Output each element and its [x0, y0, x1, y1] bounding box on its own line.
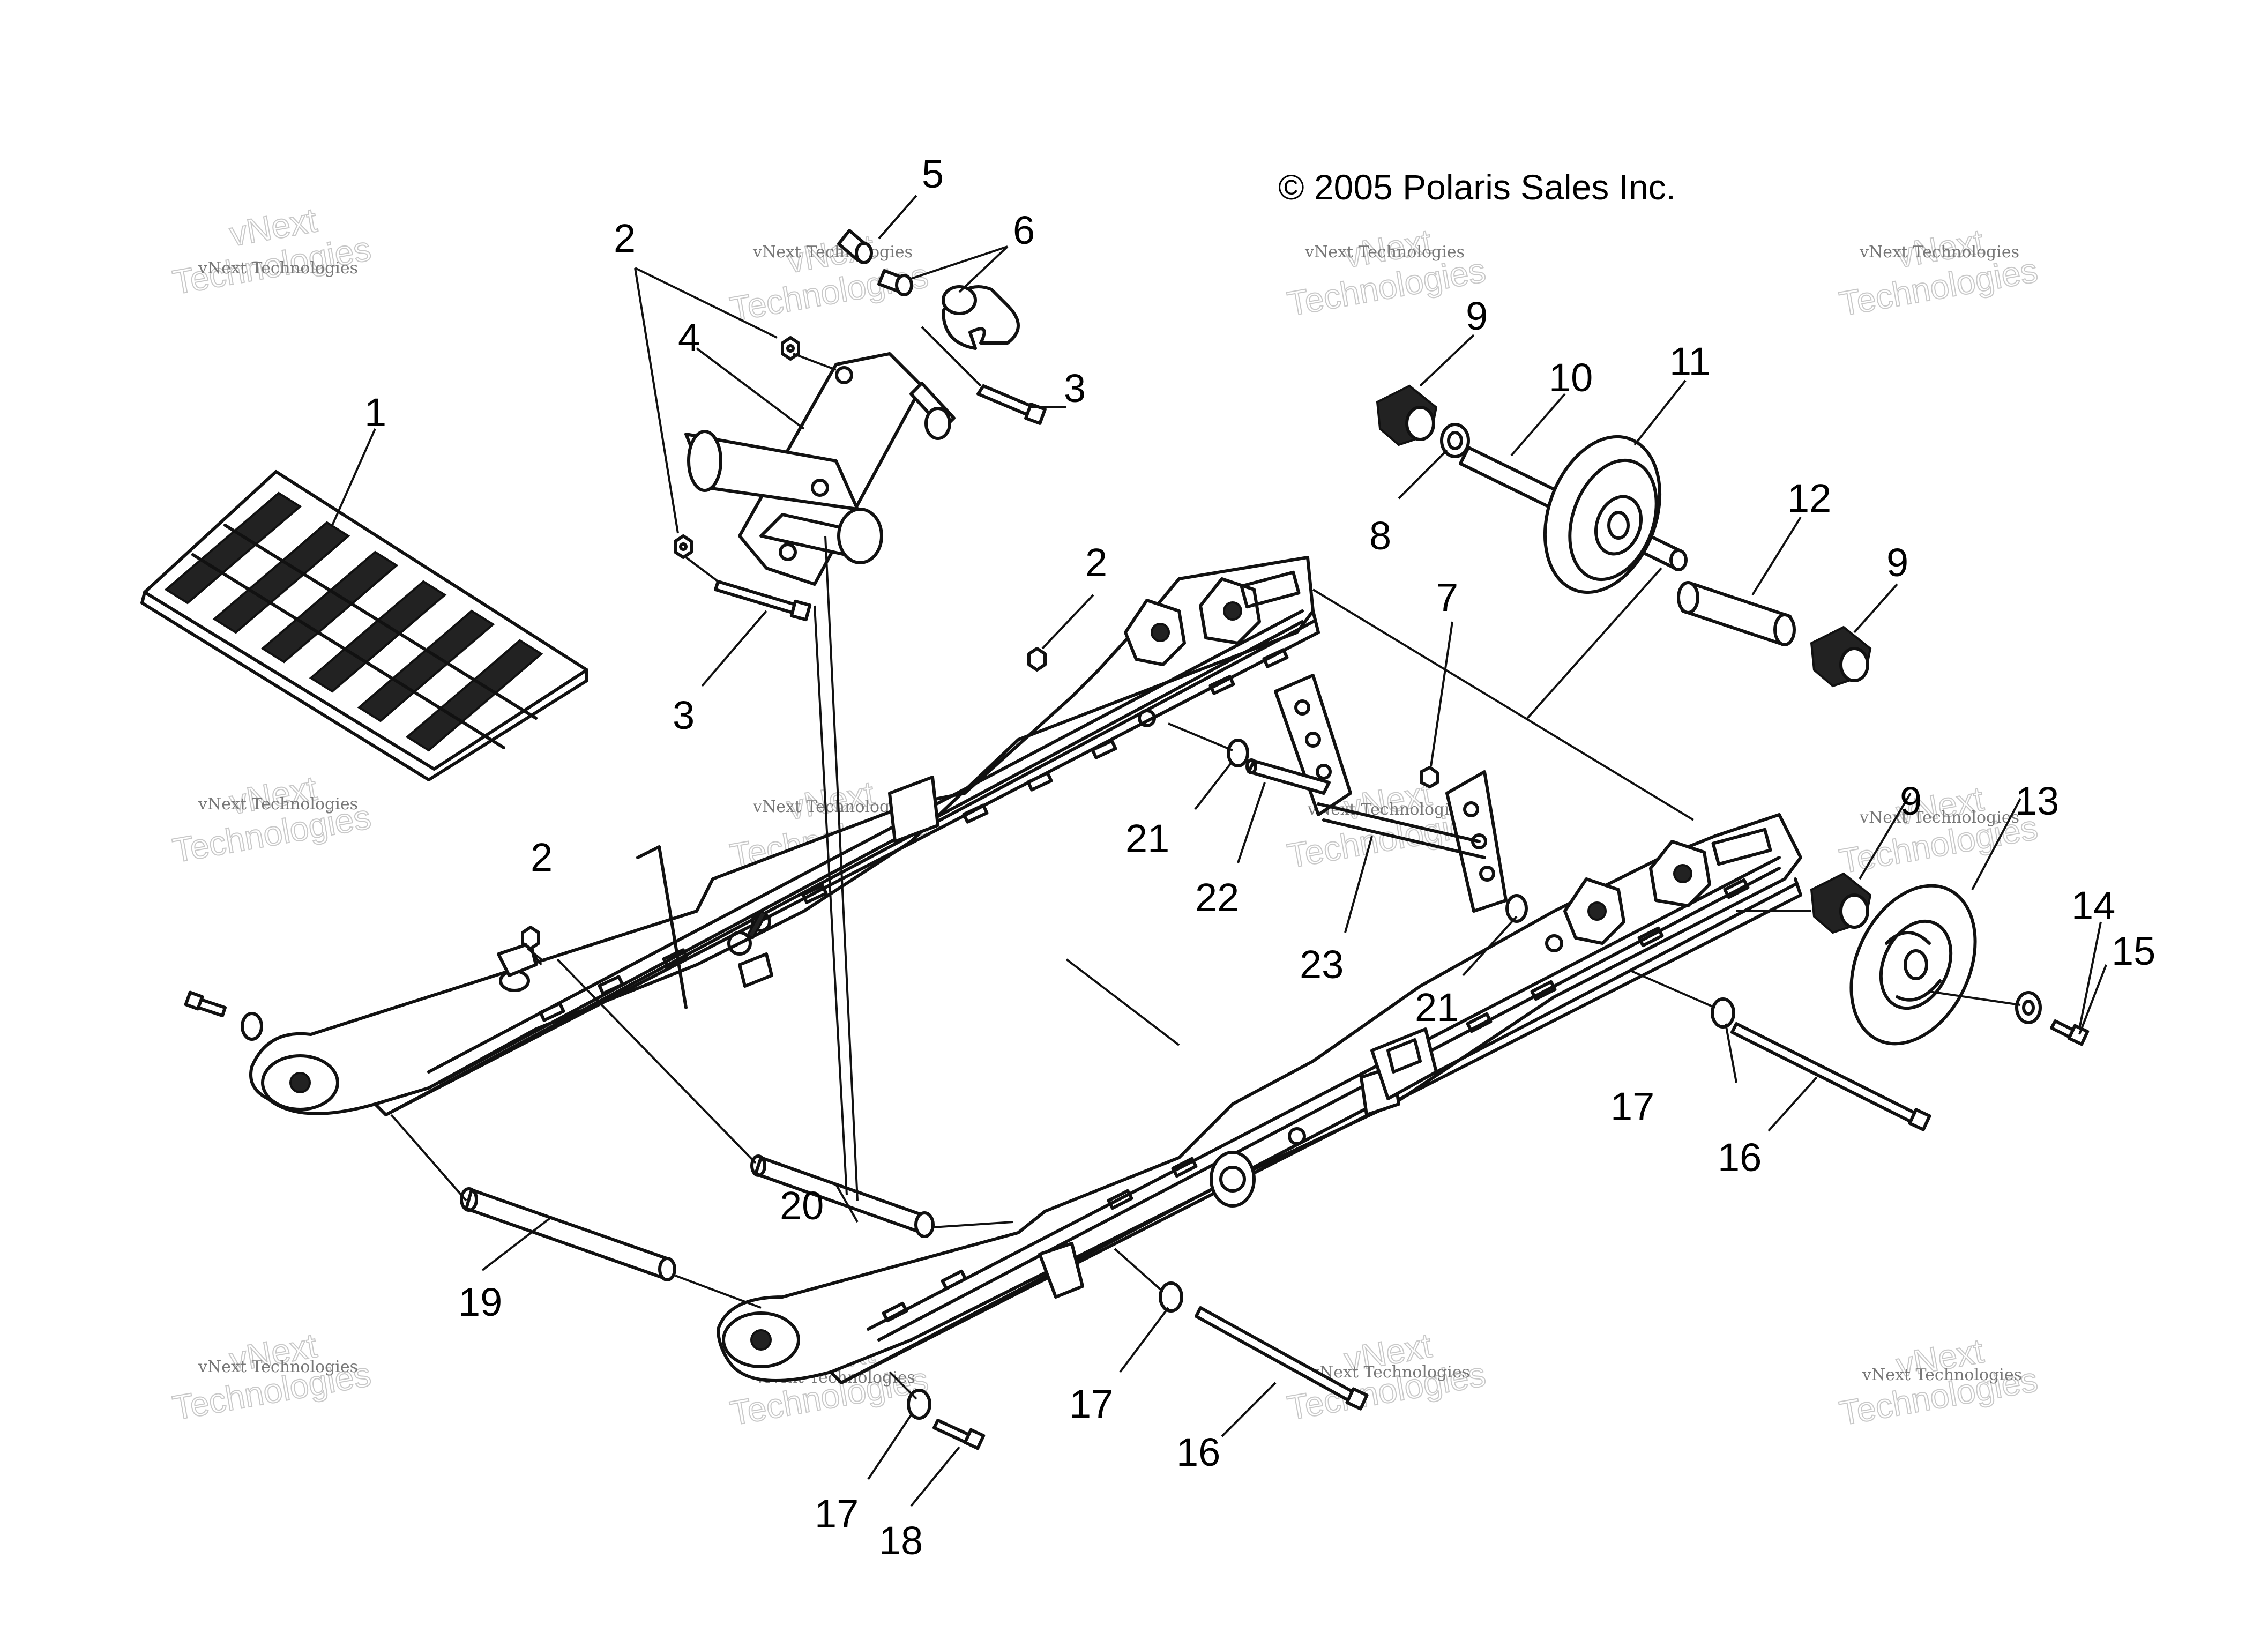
part-2-nut-rail-left — [521, 926, 540, 950]
part-17-washer-right — [1711, 997, 1735, 1029]
part-5-bushing — [837, 229, 873, 264]
watermark-3: vNext Technologies — [1284, 221, 1489, 324]
part-9-wheel-cap-lower — [1810, 872, 1872, 934]
callout-17-middle: 17 — [1069, 1382, 1113, 1426]
callout-labels: 1 2 2 2 3 3 4 5 6 7 8 9 9 9 10 11 12 13 … — [364, 152, 2155, 1563]
callout-9-lower: 9 — [1900, 779, 1922, 823]
callout-2-rail-left: 2 — [531, 835, 553, 880]
part-2-nut-left — [674, 534, 693, 559]
callout-5: 5 — [922, 152, 944, 196]
part-22-rod — [1245, 758, 1331, 795]
callout-11: 11 — [1669, 339, 1711, 384]
callout-14: 14 — [2071, 883, 2115, 928]
watermark-12-small: vNext Technologies — [1862, 1366, 2022, 1384]
callout-9-right: 9 — [1886, 540, 1908, 585]
part-4-torque-arm — [684, 352, 956, 586]
callout-17-right: 17 — [1610, 1084, 1654, 1129]
part-19-shaft — [460, 1187, 676, 1281]
part-1-track-section — [140, 470, 588, 781]
part-21-washer-lower — [1505, 894, 1528, 923]
watermark-5: vNext Technologies — [169, 768, 374, 870]
callout-9-upper: 9 — [1466, 294, 1488, 338]
part-16-bolt-lower — [1195, 1306, 1369, 1411]
callout-1: 1 — [364, 390, 386, 435]
callout-8: 8 — [1369, 513, 1391, 558]
copyright-notice: © 2005 Polaris Sales Inc. — [1278, 167, 1676, 207]
callout-13: 13 — [2015, 779, 2059, 823]
part-14-washer — [2015, 991, 2042, 1024]
callout-12: 12 — [1787, 476, 1831, 520]
part-7-bolt — [1420, 766, 1439, 788]
right-rail — [717, 813, 1802, 1384]
callout-18: 18 — [879, 1518, 923, 1563]
watermark-9-small: vNext Technologies — [198, 1358, 358, 1376]
part-11-idler-wheel — [1543, 435, 1662, 594]
watermark-5-small: vNext Technologies — [198, 795, 358, 814]
callout-17-bottom: 17 — [815, 1492, 859, 1536]
part-12-spacer — [1677, 581, 1796, 646]
callout-23: 23 — [1300, 942, 1344, 987]
callout-20: 20 — [780, 1183, 824, 1228]
part-21-washer-upper — [1227, 739, 1249, 767]
watermark-4-small: vNext Technologies — [1859, 243, 2019, 262]
watermark-3-small: vNext Technologies — [1304, 243, 1465, 262]
watermark-2: vNext Technologies — [727, 227, 931, 329]
watermark-2-small: vNext Technologies — [752, 243, 913, 262]
part-23-bracket — [1274, 674, 1508, 913]
callout-7: 7 — [1436, 575, 1458, 620]
watermark-4: vNext Technologies — [1836, 221, 2041, 324]
watermark-8-small: vNext Technologies — [1859, 808, 2019, 827]
front-bolt-left — [184, 990, 227, 1017]
callout-4: 4 — [678, 315, 700, 360]
watermark-1-small: vNext Technologies — [198, 259, 358, 278]
part-9-wheel-cap-upper — [1376, 384, 1438, 446]
callout-2-top: 2 — [614, 216, 636, 260]
part-9-wheel-cap-right — [1810, 625, 1872, 688]
leader-lines — [331, 195, 2107, 1507]
callout-3-lower: 3 — [673, 693, 695, 737]
callout-16-lower: 16 — [1176, 1430, 1220, 1474]
callout-19: 19 — [458, 1280, 502, 1324]
callout-15: 15 — [2112, 929, 2155, 973]
part-18-bolt — [932, 1419, 986, 1450]
part-6-stop-block — [877, 269, 1020, 350]
part-16-bolt-right — [1730, 1022, 1931, 1131]
part-3-bolt-upper — [976, 384, 1047, 425]
watermark-11-small: vNext Technologies — [1310, 1363, 1470, 1382]
part-13-idler-wheel — [1849, 884, 1977, 1046]
front-washer-left — [241, 1012, 263, 1041]
part-8-washer — [1440, 423, 1470, 458]
callout-21-lower: 21 — [1415, 985, 1459, 1030]
part-2-nut-rail-right — [1027, 647, 1047, 672]
part-17-washer-middle — [1159, 1281, 1183, 1313]
callout-3-upper: 3 — [1064, 366, 1086, 411]
left-rail — [249, 556, 1320, 1116]
callout-16-right: 16 — [1718, 1135, 1762, 1180]
part-3-bolt-lower — [714, 580, 812, 622]
callout-2-rail-right: 2 — [1085, 540, 1107, 585]
callout-22: 22 — [1195, 875, 1239, 920]
callout-10: 10 — [1549, 355, 1593, 400]
alignment-lines — [390, 326, 2021, 1400]
callout-6: 6 — [1013, 208, 1035, 252]
watermark-1: vNext Technologies — [169, 200, 374, 302]
callout-21-upper: 21 — [1125, 816, 1169, 861]
